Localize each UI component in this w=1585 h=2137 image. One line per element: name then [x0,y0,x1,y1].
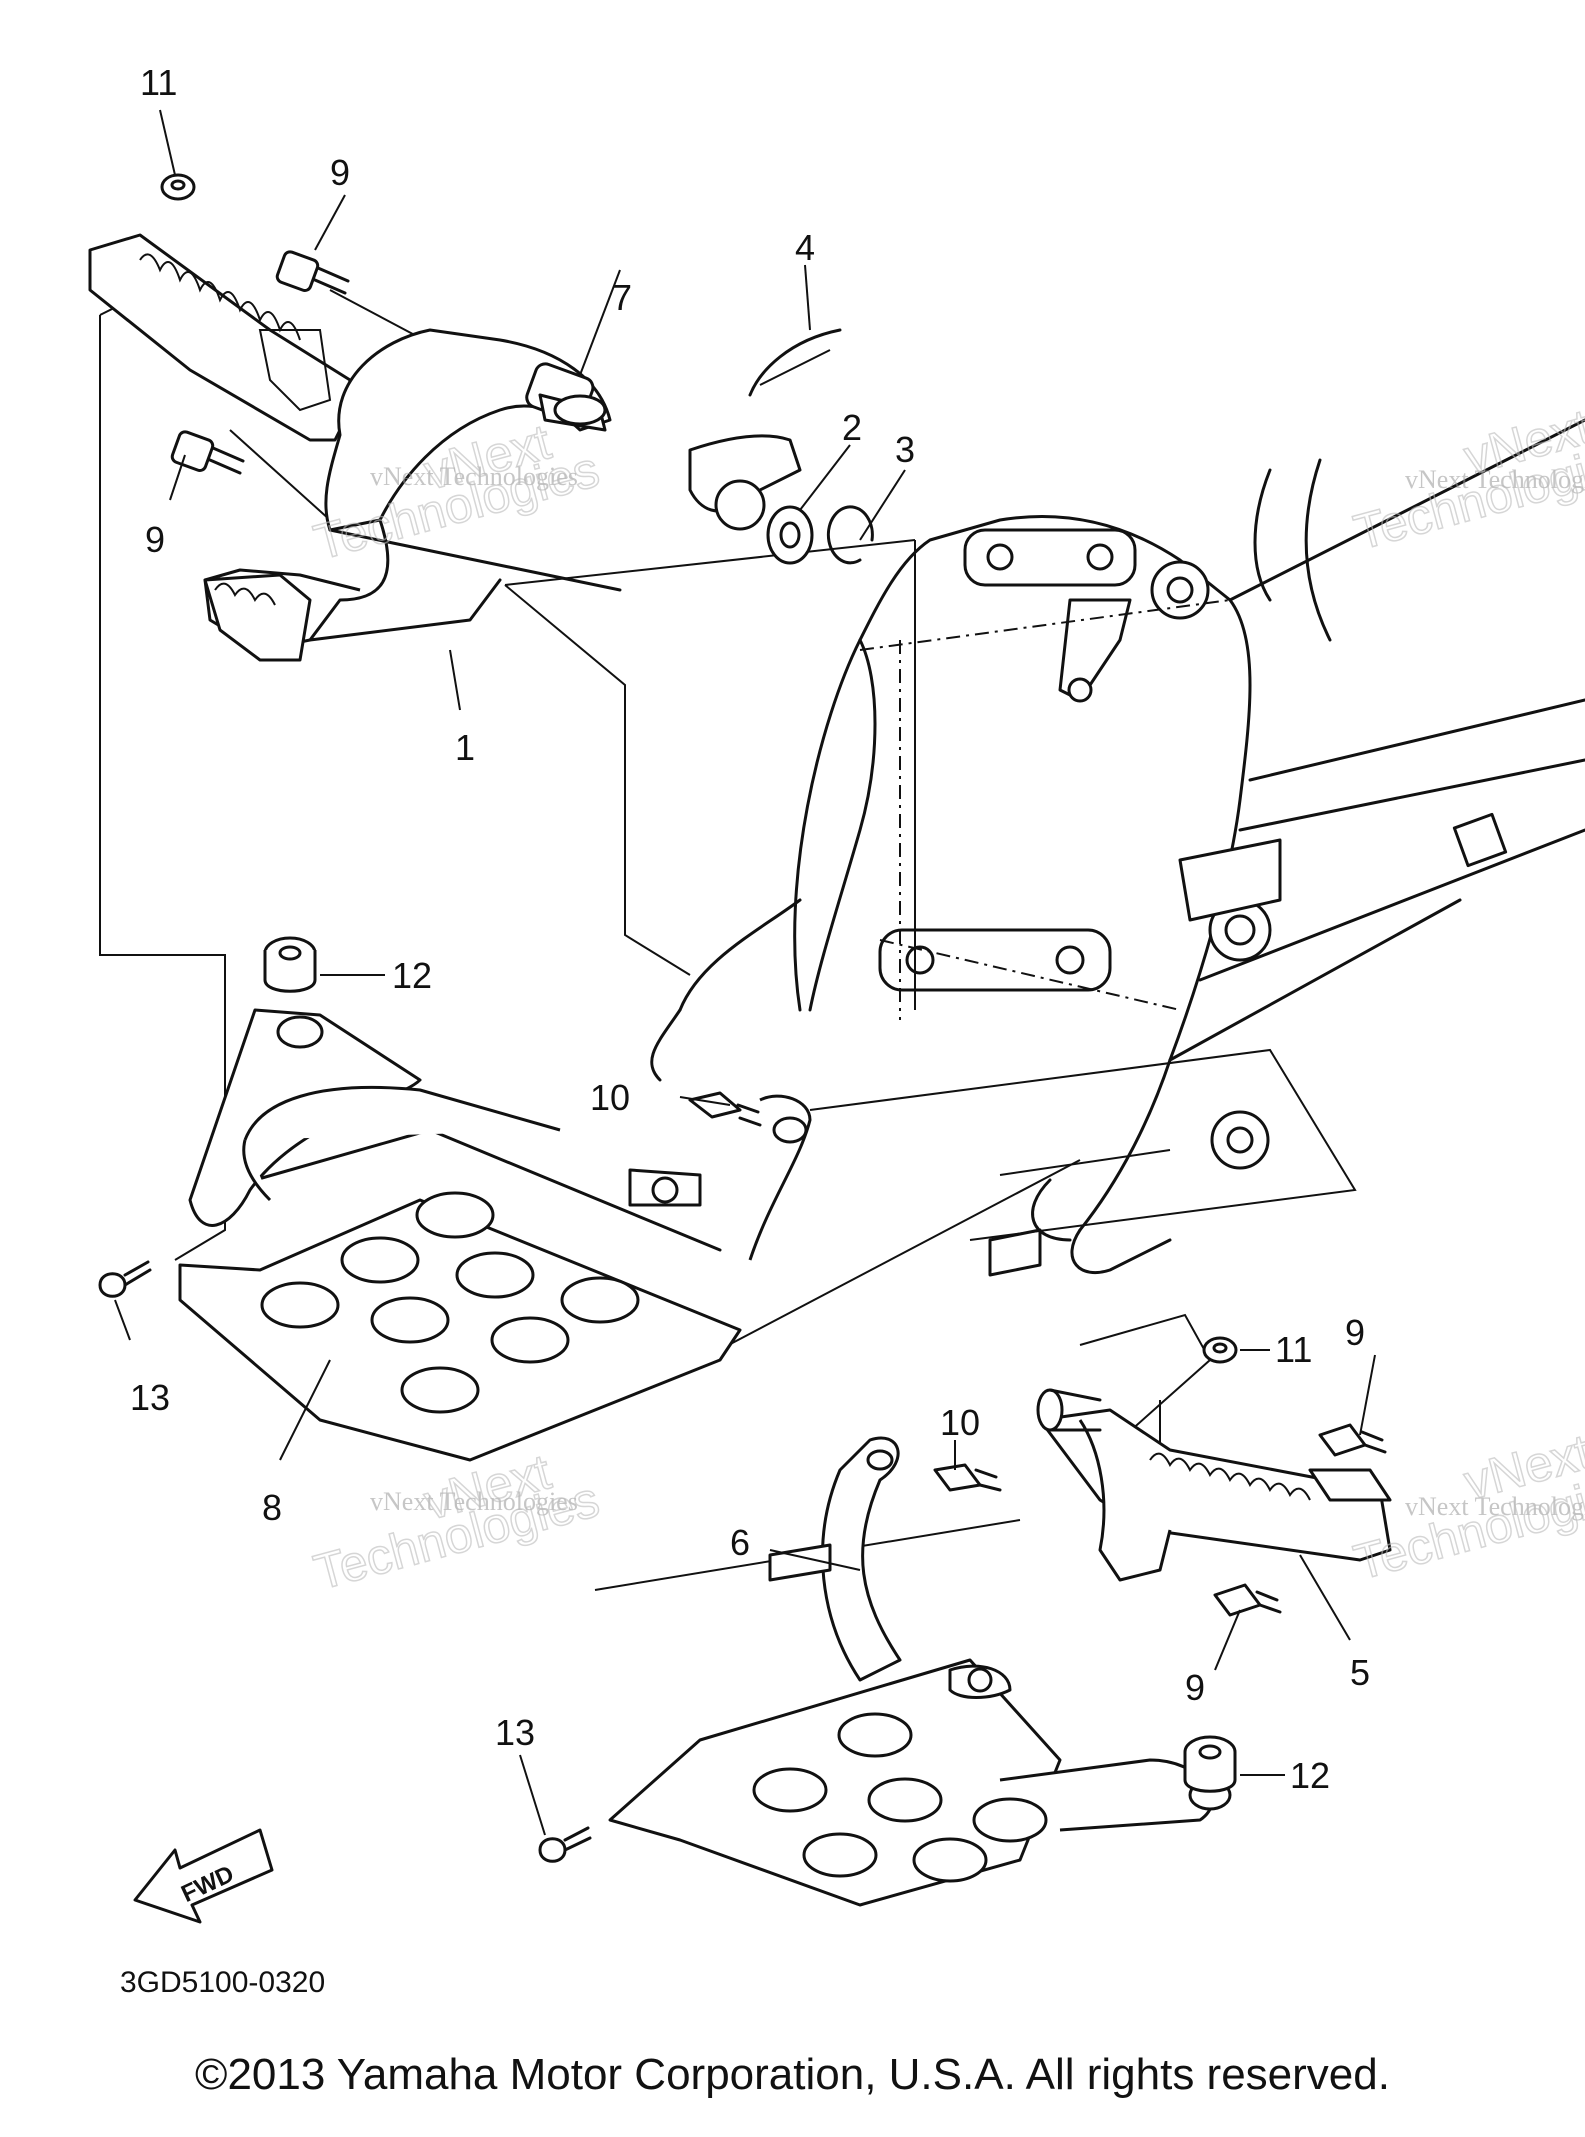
callout-5: 5 [1350,1652,1370,1693]
callout-8: 8 [262,1487,282,1528]
callout-12: 12 [1290,1755,1330,1796]
footboard-lh [98,936,812,1462]
watermark-text: vNext Technologies [1405,1492,1585,1521]
callouts: 11 9 7 4 2 3 9 1 12 10 13 8 10 6 11 9 5 … [114,62,1376,1836]
callout-9: 9 [330,152,350,193]
callout-13: 13 [130,1377,170,1418]
watermark-text: vNext Technologies [370,1487,578,1516]
copyright-notice: ©2013 Yamaha Motor Corporation, U.S.A. A… [195,2050,1390,2099]
brake-pedal-assembly [88,233,802,662]
callout-4: 4 [795,227,815,268]
callout-1: 1 [455,727,475,768]
washer-and-clip [766,505,874,565]
callout-6: 6 [730,1522,750,1563]
drawing-code: 3GD5100-0320 [120,1966,325,1999]
pin [538,393,607,432]
callout-3: 3 [895,429,915,470]
callout-9: 9 [1185,1667,1205,1708]
fwd-arrow-icon: FWD [133,1828,274,1924]
callout-13: 13 [495,1712,535,1753]
footrest-rh [1036,1336,1392,1617]
callout-9: 9 [1345,1312,1365,1353]
callout-10: 10 [590,1077,630,1118]
callout-10: 10 [940,1402,980,1443]
callout-2: 2 [842,407,862,448]
callout-7: 7 [612,277,632,318]
callout-9: 9 [145,519,165,560]
callout-11: 11 [140,62,177,103]
callout-12: 12 [392,955,432,996]
watermark-text: vNext Technologies [370,462,578,491]
footboard-rh [538,1436,1237,1907]
spring [748,328,842,397]
callout-11: 11 [1275,1329,1312,1370]
frame-drawing [650,418,1585,1277]
watermark-text: vNext Technologies [1405,465,1585,494]
